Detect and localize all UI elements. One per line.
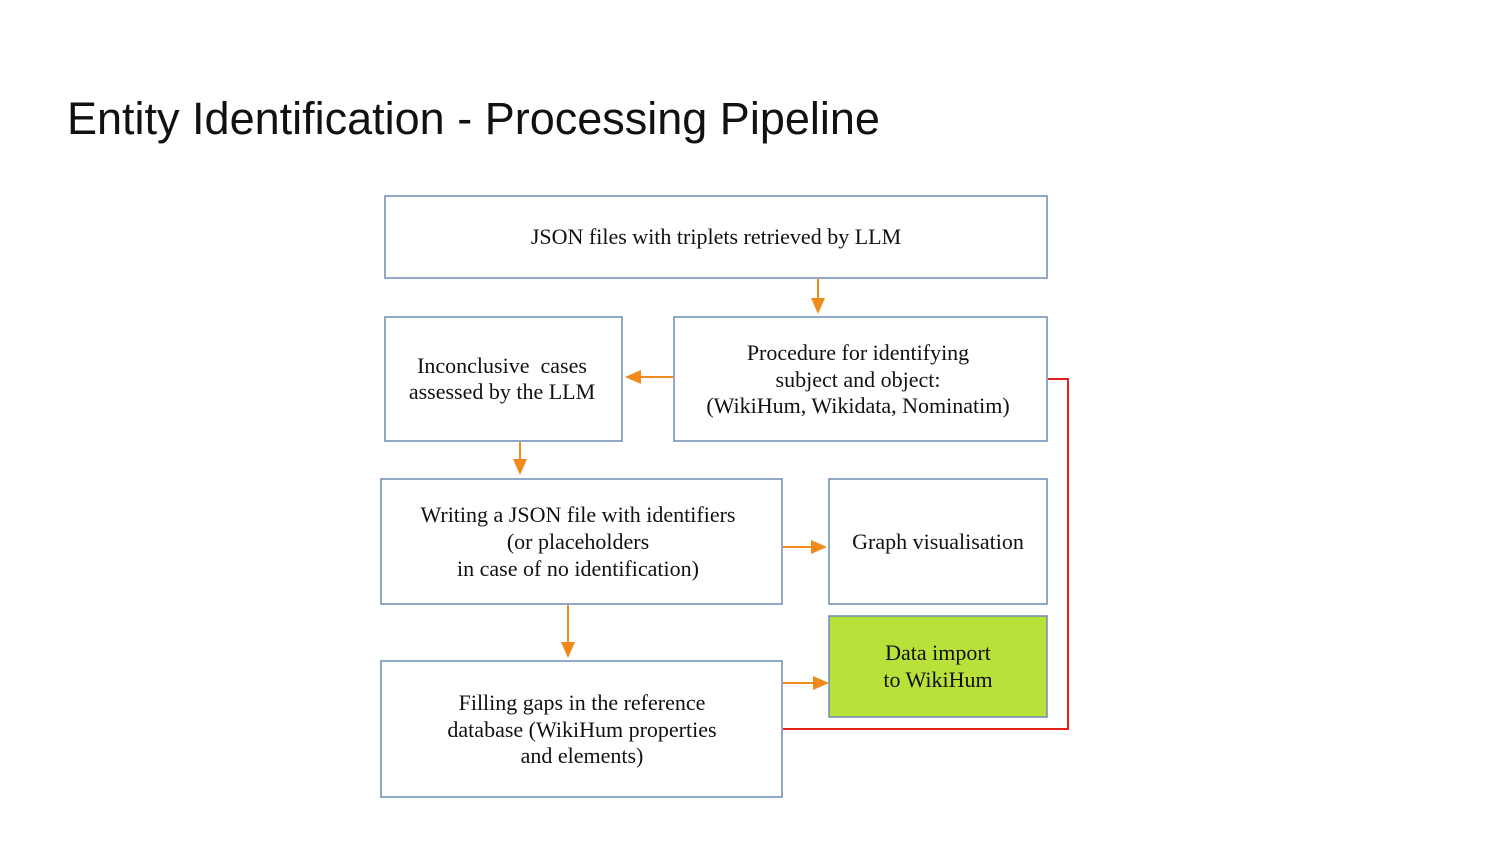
node-writing-json: Writing a JSON file with identifiers(or … — [380, 478, 783, 605]
node-label-line: Graph visualisation — [852, 529, 1024, 554]
node-label-line: Inconclusive cases — [417, 353, 587, 378]
node-label-line: Filling gaps in the reference — [459, 690, 706, 715]
node-box — [828, 615, 1048, 718]
node-box — [673, 316, 1048, 442]
node-label-line: (or placeholders — [507, 529, 649, 554]
node-box — [828, 478, 1048, 605]
arrow-json-to-procedure — [811, 279, 825, 314]
node-box — [380, 478, 783, 605]
node-box — [384, 195, 1048, 279]
node-label-line: and elements) — [521, 743, 644, 768]
node-label-line: assessed by the LLM — [409, 379, 595, 404]
slide-title: Entity Identification - Processing Pipel… — [67, 93, 880, 144]
arrow-procedure-to-inconclusive — [625, 370, 673, 384]
arrow-inconclusive-to-writing — [513, 442, 527, 475]
node-label-line: JSON files with triplets retrieved by LL… — [531, 224, 901, 249]
arrow-writing-to-graph — [783, 540, 827, 554]
node-graph-vis: Graph visualisation — [828, 478, 1048, 605]
arrow-writing-to-filling — [561, 605, 575, 658]
node-box — [380, 660, 783, 798]
node-label-line: to WikiHum — [883, 667, 992, 692]
node-label-line: (WikiHum, Wikidata, Nominatim) — [706, 393, 1009, 418]
node-label-line: Procedure for identifying — [747, 340, 969, 365]
node-label-line: database (WikiHum properties — [447, 717, 716, 742]
node-label-line: Data import — [885, 640, 991, 665]
node-json-input: JSON files with triplets retrieved by LL… — [384, 195, 1048, 279]
arrow-filling-to-import — [783, 676, 829, 690]
node-label-line: Writing a JSON file with identifiers — [420, 502, 735, 527]
node-box — [384, 316, 623, 442]
node-label-line: in case of no identification) — [457, 556, 699, 581]
connector-procedure-to-filling — [783, 378, 1069, 730]
node-label-line: subject and object: — [776, 367, 941, 392]
